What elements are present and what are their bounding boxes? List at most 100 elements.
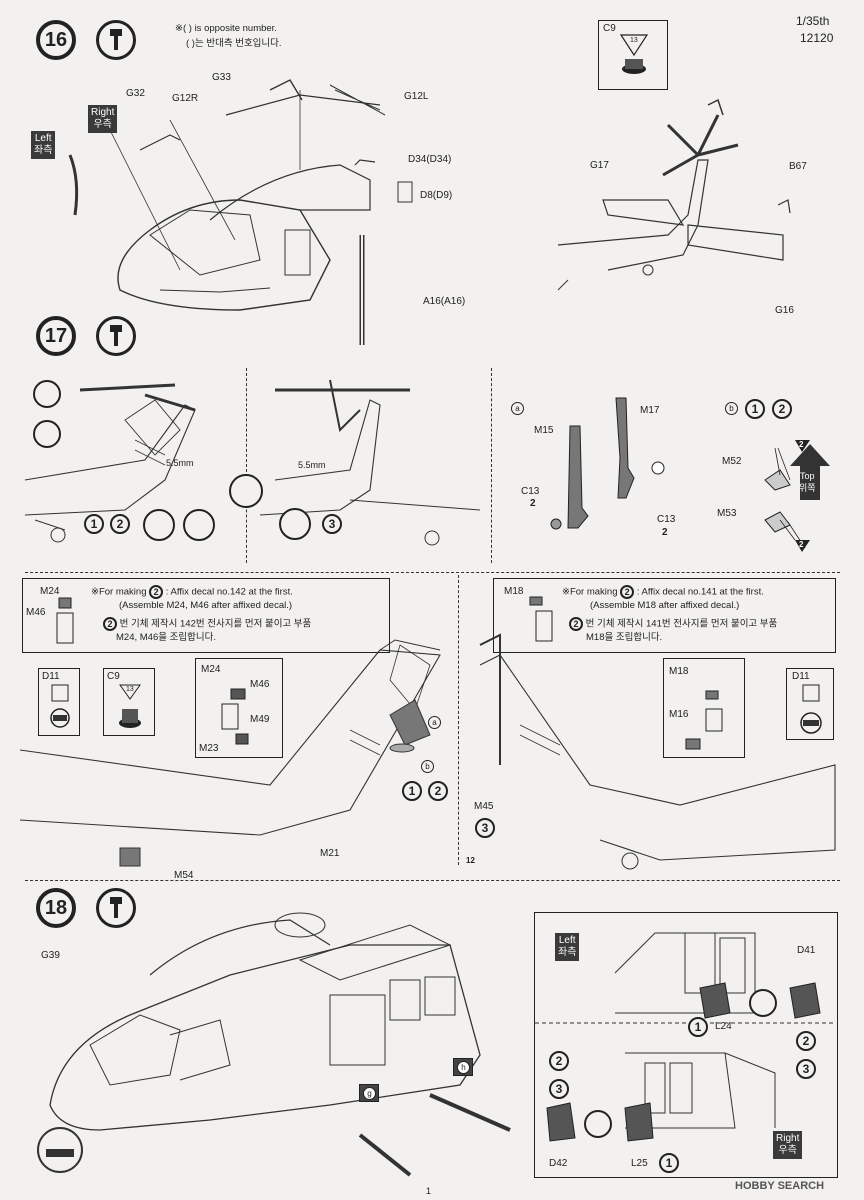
door-detail-box: Left 좌측 D41 1 L24 2 3 2 3 D42 L25 1 Righ… (534, 912, 838, 1178)
step-number-badge: 17 (36, 316, 76, 356)
m52-count: 2 (799, 440, 804, 449)
detail-marker-a: a (428, 716, 441, 729)
cement-icon (96, 888, 136, 928)
c9-detail-box: C9 13 (598, 20, 668, 90)
part-m46: M46 (250, 679, 270, 690)
part-m21: M21 (320, 848, 340, 859)
part-g33: G33 (212, 72, 231, 83)
m18-m16-detail-box: M18 M16 (663, 658, 745, 758)
circled-number: 2 (103, 617, 117, 631)
left-side-tag: Left 좌측 (31, 131, 56, 159)
part-l25: L25 (631, 1158, 648, 1169)
decal-icon (33, 380, 61, 408)
note-line-2: (Assemble M24, M46 after affixed decal.) (119, 600, 293, 611)
circled-number: 1 (659, 1153, 679, 1173)
helicopter-fuselage-drawing (37, 912, 511, 1177)
circled-number: 2 (569, 617, 583, 631)
circled-number: 1 (745, 399, 765, 419)
tail-boom-detail-right-drawing (479, 633, 836, 870)
part-m52: M52 (722, 456, 742, 467)
part-d8: D8(D9) (420, 190, 453, 201)
part-c9: C9 (107, 671, 120, 682)
c9-count: 13 (126, 686, 134, 693)
note-line-4: M18을 조립합니다. (586, 632, 663, 643)
circled-number: 1 (688, 1017, 708, 1037)
marker-h: h (453, 1058, 473, 1076)
decal-icon (229, 474, 263, 508)
measure-label: 5.5mm (298, 460, 326, 470)
part-g17: G17 (590, 160, 609, 171)
note-line-3: 2 번 기체 제작시 142번 전사지를 먼저 붙이고 부품 (103, 617, 311, 632)
count-12: 12 (466, 856, 475, 865)
part-m18: M18 (669, 666, 689, 677)
circled-number: 3 (796, 1059, 816, 1079)
decal-icon (143, 509, 175, 541)
circled-number: 2 (149, 585, 164, 599)
decal-icon (279, 508, 311, 540)
watermark: HOBBY SEARCH (735, 1180, 825, 1192)
part-m23: M23 (199, 743, 219, 754)
divider (458, 575, 459, 865)
part-m54: M54 (174, 870, 194, 881)
right-side-tag: Right 우측 (773, 1131, 803, 1159)
circled-number: 2 (796, 1031, 816, 1051)
tail-boom-mid-drawing (259, 379, 481, 546)
top-tag: Top 위쪽 (799, 471, 816, 493)
note-line-3: 2 번 기체 제작시 141번 전사지를 먼저 붙이고 부품 (569, 617, 777, 632)
part-g12r: G12R (172, 93, 199, 104)
m15-m17-parts-drawing (550, 397, 665, 530)
step-number-badge: 16 (36, 20, 76, 60)
part-g12l: G12L (404, 91, 429, 102)
m24-m46-drawing (56, 597, 74, 644)
part-m53: M53 (717, 508, 737, 519)
d11-detail-box: D11 (38, 668, 80, 736)
opposite-note-ko: ( )는 반대측 번호입니다. (186, 38, 282, 49)
part-m17: M17 (640, 405, 660, 416)
scale-label: 1/35th (796, 14, 830, 28)
part-m16: M16 (669, 709, 689, 720)
note-line-1: ※For making 2 : Affix decal no.141 at th… (562, 585, 764, 599)
cement-icon (96, 20, 136, 60)
kit-number: 12120 (800, 31, 834, 45)
circled-number: 1 (84, 514, 104, 534)
cement-icon (96, 316, 136, 356)
part-a16: A16(A16) (423, 296, 466, 307)
divider (491, 368, 492, 563)
part-d11: D11 (792, 671, 810, 682)
marker-g: g (359, 1084, 379, 1102)
assembly-note-left: M24 M46 ※For making 2 : Affix decal no.1… (22, 578, 390, 653)
tail-boom-detail-left-drawing (19, 639, 441, 867)
section-divider (25, 572, 840, 573)
m24-m49-detail-box: M24 M46 M49 M23 (195, 658, 283, 758)
decal-icon (584, 1110, 612, 1138)
part-m46: M46 (26, 607, 46, 618)
circled-number: 3 (475, 818, 495, 838)
part-l24: L24 (715, 1021, 732, 1032)
assembly-note-right: M18 ※For making 2 : Affix decal no.141 a… (493, 578, 836, 653)
part-m45: M45 (474, 801, 494, 812)
circled-number: 2 (549, 1051, 569, 1071)
top-direction-arrow (790, 444, 830, 500)
circled-number: 2 (428, 781, 448, 801)
part-g32: G32 (126, 88, 145, 99)
circled-number: 3 (549, 1079, 569, 1099)
part-g16: G16 (775, 305, 794, 316)
m53-count: 2 (799, 540, 804, 549)
m52-m53-parts-drawing (764, 440, 810, 552)
part-d34: D34(D34) (408, 154, 452, 165)
part-b67: B67 (789, 161, 807, 172)
part-m15: M15 (534, 425, 554, 436)
decal-icon (183, 509, 215, 541)
measure-label: 5.5mm (166, 458, 194, 468)
c9-count: 13 (630, 37, 638, 44)
note-line-1: ※For making 2 : Affix decal no.142 at th… (91, 585, 293, 599)
right-side-tag: Right 우측 (88, 105, 118, 133)
detail-marker-a: a (511, 402, 524, 415)
part-m49: M49 (250, 714, 270, 725)
marker-g-letter: g (363, 1087, 376, 1100)
part-c9: C9 (603, 23, 616, 34)
section-divider (25, 880, 840, 881)
detail-marker-b: b (725, 402, 738, 415)
detail-marker-b: b (421, 760, 434, 773)
d11-detail-box: D11 (786, 668, 834, 740)
